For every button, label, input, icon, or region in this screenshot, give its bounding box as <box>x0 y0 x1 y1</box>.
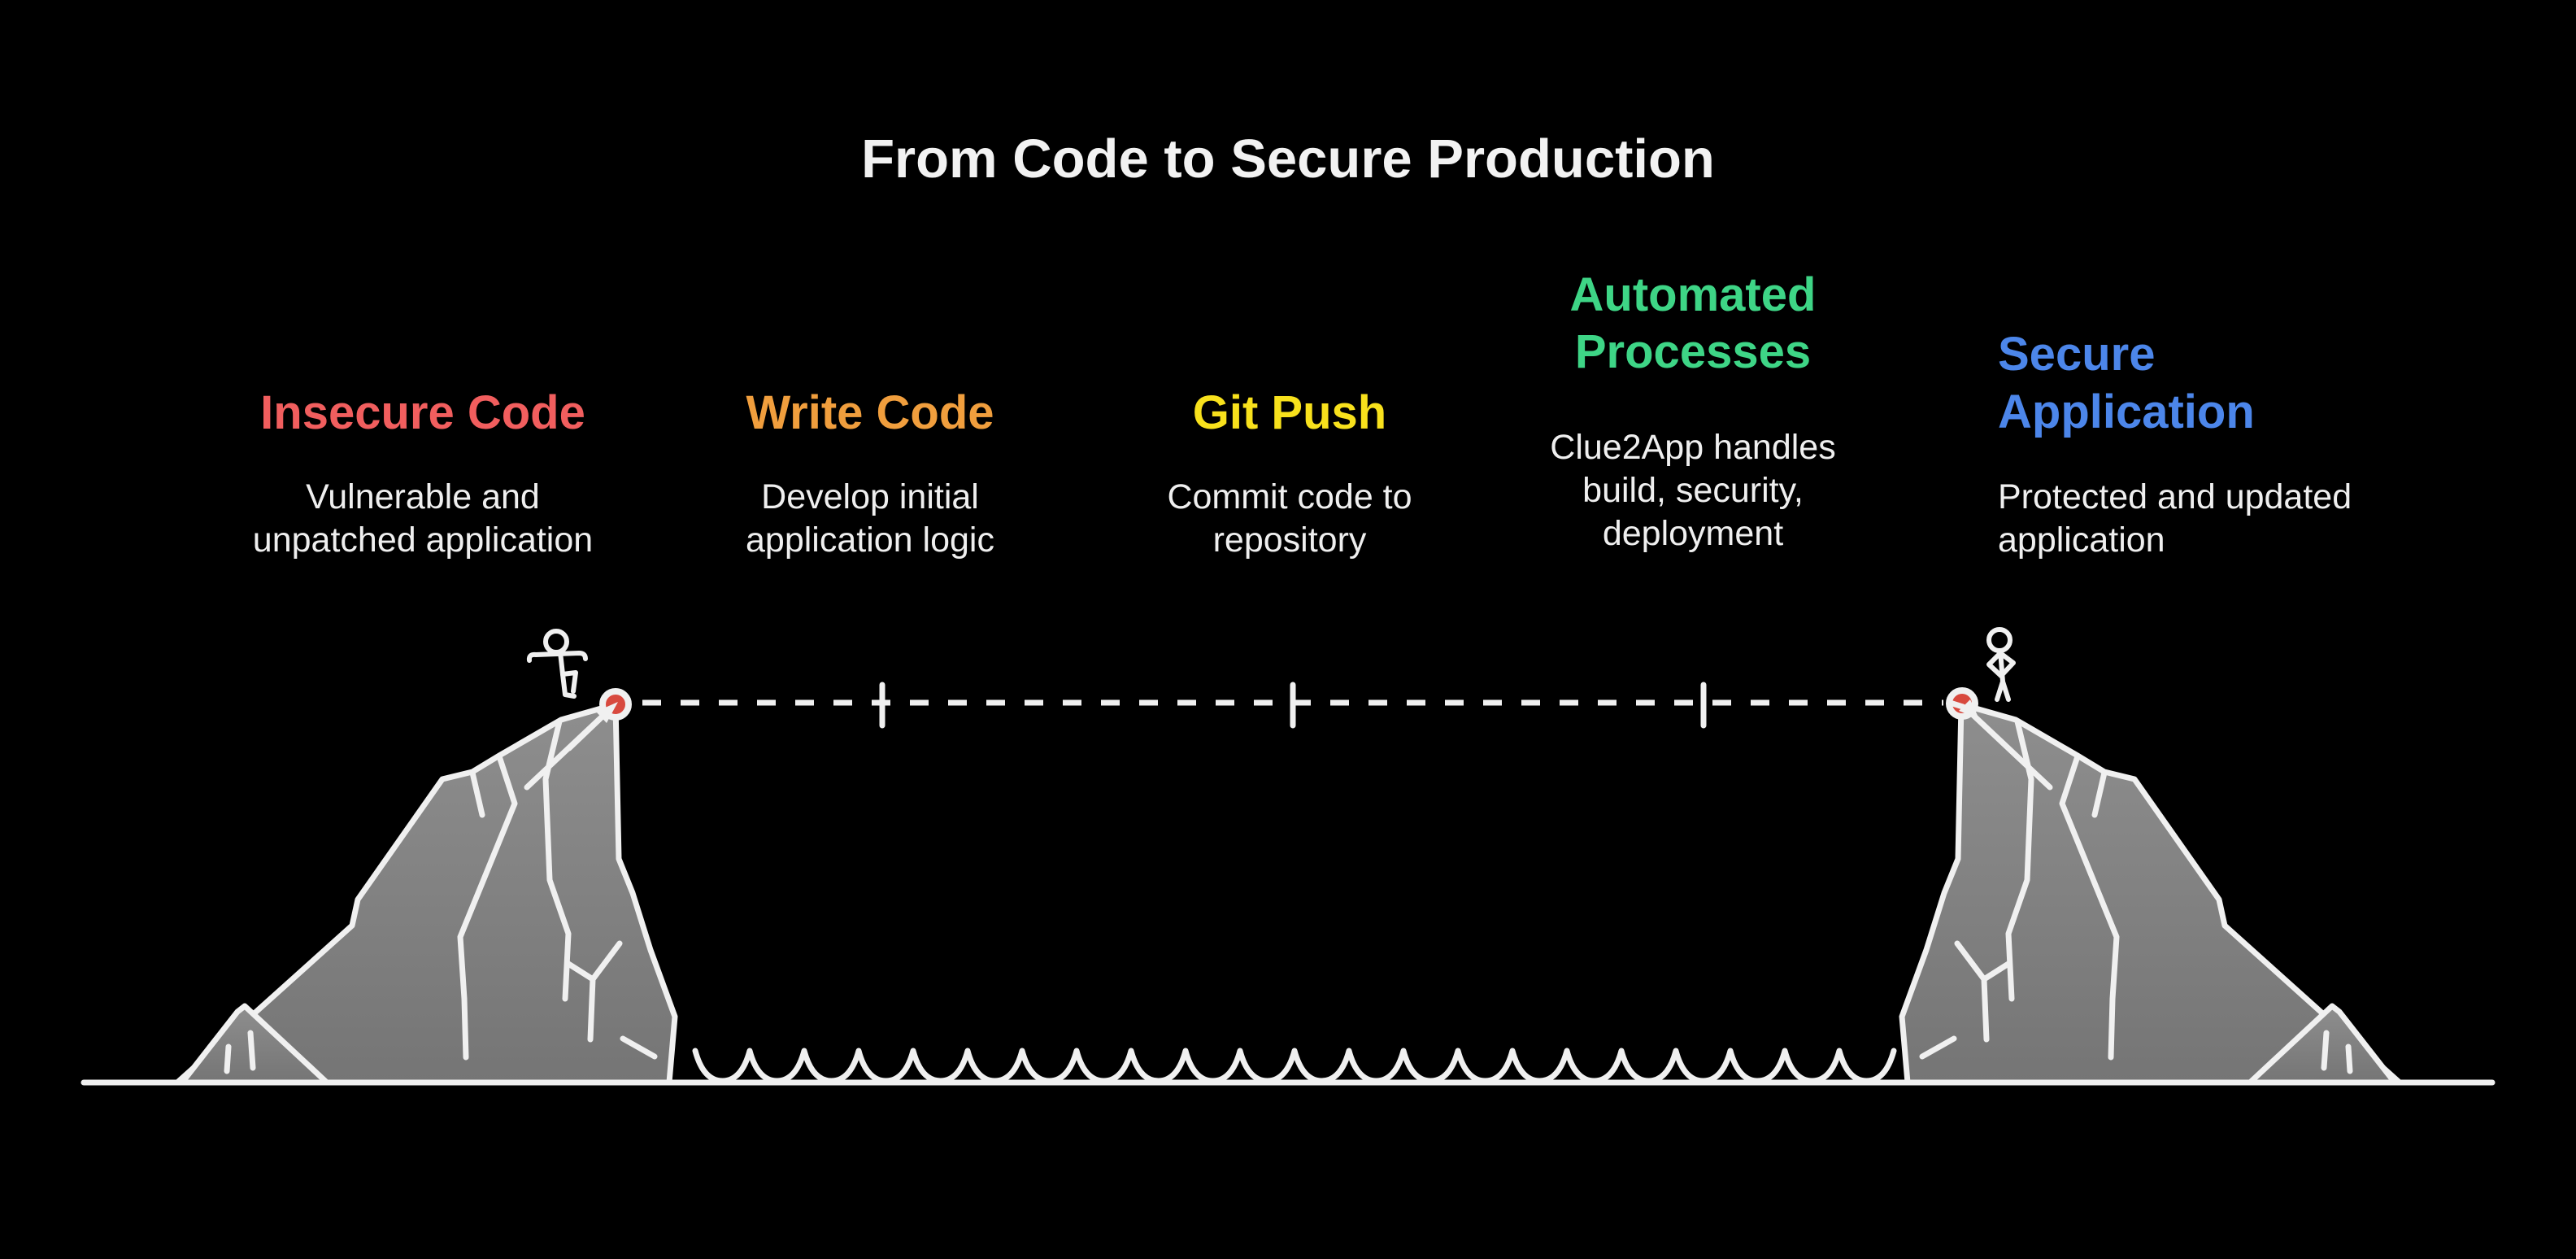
journey-tick-marks <box>879 682 1707 729</box>
stage-description: Vulnerable and unpatched application <box>252 477 594 560</box>
stage-description: Clue2App handles build, security, deploy… <box>1550 428 1836 553</box>
water-waves <box>692 1048 1897 1084</box>
stick-figure-standing <box>1986 627 2016 702</box>
start-arrow-icon <box>566 702 618 751</box>
end-arrow-icon <box>1947 699 1979 719</box>
stage-automated-processes: Automated Processes Clue2App handles bui… <box>1482 0 1904 586</box>
stage-label: Insecure Code <box>260 386 585 439</box>
stage-description: Develop initial application logic <box>746 477 994 560</box>
left-cliff <box>177 704 675 1083</box>
stage-git-push: Git Push Commit code to repository <box>1078 0 1501 586</box>
stage-insecure-code: Insecure Code Vulnerable and unpatched a… <box>211 0 634 586</box>
stage-description: Protected and updated application <box>1998 477 2352 560</box>
stage-label: Write Code <box>746 386 994 439</box>
stage-secure-application: Secure Application Protected and updated… <box>1998 0 2421 586</box>
stage-label: Git Push <box>1192 386 1387 439</box>
right-cliff <box>1902 704 2400 1083</box>
stage-label: Secure Application <box>1998 328 2255 438</box>
stage-write-code: Write Code Develop initial application l… <box>659 0 1081 586</box>
stage-description: Commit code to repository <box>1167 477 1412 560</box>
stage-label: Automated Processes <box>1569 268 1817 378</box>
stick-figure-walking <box>526 629 588 699</box>
page-title: From Code to Secure Production <box>861 129 1715 190</box>
